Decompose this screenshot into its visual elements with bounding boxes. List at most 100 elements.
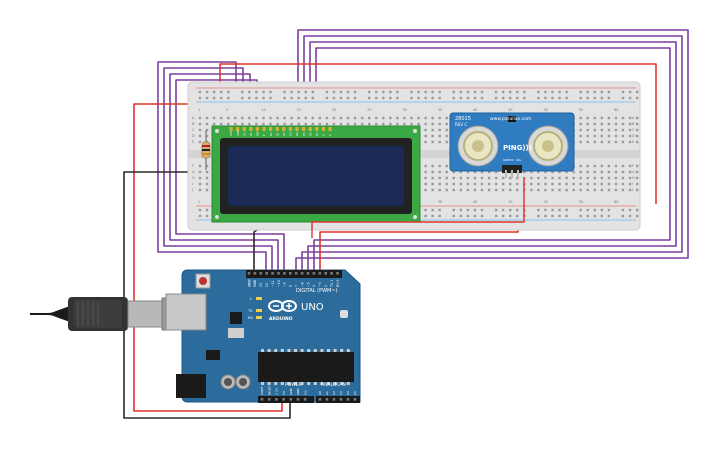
lcd-pin[interactable] xyxy=(229,127,233,131)
analog-pin[interactable] xyxy=(346,398,350,401)
digital-pin[interactable] xyxy=(247,272,251,275)
row-letter-right: G xyxy=(632,170,635,174)
ping-sensor[interactable]: 28015 REV C www.parallax.com PING))) GND… xyxy=(449,112,575,178)
icsp-button xyxy=(340,310,348,318)
digital-pin-label: GND xyxy=(253,279,257,287)
power-pin[interactable] xyxy=(282,398,285,401)
lcd-pin[interactable] xyxy=(295,127,299,131)
lcd-pin[interactable] xyxy=(275,127,279,131)
digital-pin[interactable] xyxy=(336,272,339,275)
analog-header xyxy=(316,396,360,403)
row-letter-right: I xyxy=(632,182,633,186)
lcd-pin-label: D6 xyxy=(308,132,312,136)
row-letter-left: F xyxy=(192,164,194,168)
usb-plug-metal xyxy=(127,300,163,328)
lcd-pin[interactable] xyxy=(302,127,306,131)
lcd-pin[interactable] xyxy=(262,127,266,131)
lcd-pin-label: VDD xyxy=(236,130,240,136)
lcd-pin[interactable] xyxy=(236,127,240,131)
col-number-top: 15 xyxy=(297,108,301,112)
digital-pin[interactable] xyxy=(318,272,322,275)
arduino-logo xyxy=(268,300,297,312)
digital-pin[interactable] xyxy=(289,272,292,275)
digital-pin-label: ~6 xyxy=(300,282,304,287)
lcd-pin[interactable] xyxy=(308,127,312,131)
ping-pin-5v: 5V xyxy=(510,158,515,162)
col-number-bottom: 40 xyxy=(473,200,477,204)
digital-pin[interactable] xyxy=(312,272,316,275)
wire[interactable] xyxy=(311,178,525,238)
power-pin[interactable] xyxy=(289,398,293,401)
ping-site: www.parallax.com xyxy=(490,116,531,122)
col-number-top: 30 xyxy=(402,108,406,112)
wire[interactable] xyxy=(307,41,677,270)
lcd-pin[interactable] xyxy=(288,127,292,131)
ping-brand: PING))) xyxy=(503,144,532,152)
analog-pin[interactable] xyxy=(332,398,336,401)
col-number-bottom: 1 xyxy=(198,200,200,204)
col-number-bottom: 55 xyxy=(579,200,583,204)
lcd-pin[interactable] xyxy=(249,127,253,131)
power-pin[interactable] xyxy=(267,398,271,401)
power-pin[interactable] xyxy=(303,398,307,401)
power-pin[interactable] xyxy=(275,398,278,401)
lcd-pin[interactable] xyxy=(255,127,259,131)
digital-pin-label: 13 xyxy=(259,283,263,287)
power-label: POWER xyxy=(285,382,302,388)
digital-pin[interactable] xyxy=(283,272,286,275)
row-letter-right: A xyxy=(632,116,635,120)
arduino-brand-label: ARDUINO xyxy=(269,316,293,322)
digital-pin[interactable] xyxy=(324,272,327,275)
digital-pin[interactable] xyxy=(306,272,310,275)
col-number-top: 60 xyxy=(614,108,618,112)
digital-pin[interactable] xyxy=(253,272,257,275)
digital-pin-label: ~10 xyxy=(277,280,281,287)
digital-pin[interactable] xyxy=(277,272,280,275)
wire[interactable] xyxy=(313,47,671,270)
row-letter-right: C xyxy=(632,128,635,132)
analog-pin[interactable] xyxy=(339,398,343,401)
resistor[interactable] xyxy=(201,130,211,170)
analog-pin[interactable] xyxy=(318,398,322,401)
lcd-pin[interactable] xyxy=(269,127,273,131)
col-number-top: 40 xyxy=(473,108,477,112)
wire[interactable] xyxy=(157,61,267,270)
digital-pin[interactable] xyxy=(259,272,263,275)
col-number-top: 1 xyxy=(198,108,200,112)
col-number-top: 25 xyxy=(367,108,371,112)
row-letter-left: I xyxy=(192,182,193,186)
lcd-pin[interactable] xyxy=(282,127,286,131)
wire[interactable] xyxy=(133,103,283,412)
lcd-pin[interactable] xyxy=(328,127,332,131)
analog-pin[interactable] xyxy=(325,398,329,401)
lcd-pin[interactable] xyxy=(315,127,319,131)
status-leds: L TX RX xyxy=(247,297,262,320)
digital-pin[interactable] xyxy=(300,272,304,275)
digital-pin[interactable] xyxy=(294,272,298,275)
power-pin[interactable] xyxy=(296,398,300,401)
wire[interactable] xyxy=(163,67,273,270)
wire[interactable] xyxy=(295,29,689,270)
lcd-pin-label: RW xyxy=(256,131,260,136)
row-letter-left: B xyxy=(192,122,195,126)
wire[interactable] xyxy=(301,35,683,270)
lcd-pin-label: RS xyxy=(249,132,253,136)
wire[interactable] xyxy=(123,171,291,419)
row-letter-right: J xyxy=(631,188,633,192)
row-letter-left: D xyxy=(192,134,195,138)
lcd-pin[interactable] xyxy=(242,127,246,131)
power-pin-label: 5V xyxy=(282,390,286,395)
power-pin[interactable] xyxy=(260,398,264,401)
row-letter-right: F xyxy=(632,164,634,168)
digital-pin[interactable] xyxy=(330,272,333,275)
row-letter-left: C xyxy=(192,128,195,132)
digital-pin[interactable] xyxy=(265,272,268,275)
lcd-pin-label: A xyxy=(322,134,326,136)
lcd-pin[interactable] xyxy=(321,127,325,131)
analog-pin-label: A4 xyxy=(346,391,350,395)
row-letter-right: E xyxy=(632,140,634,144)
digital-pin[interactable] xyxy=(271,272,274,275)
analog-pin[interactable] xyxy=(353,398,357,401)
